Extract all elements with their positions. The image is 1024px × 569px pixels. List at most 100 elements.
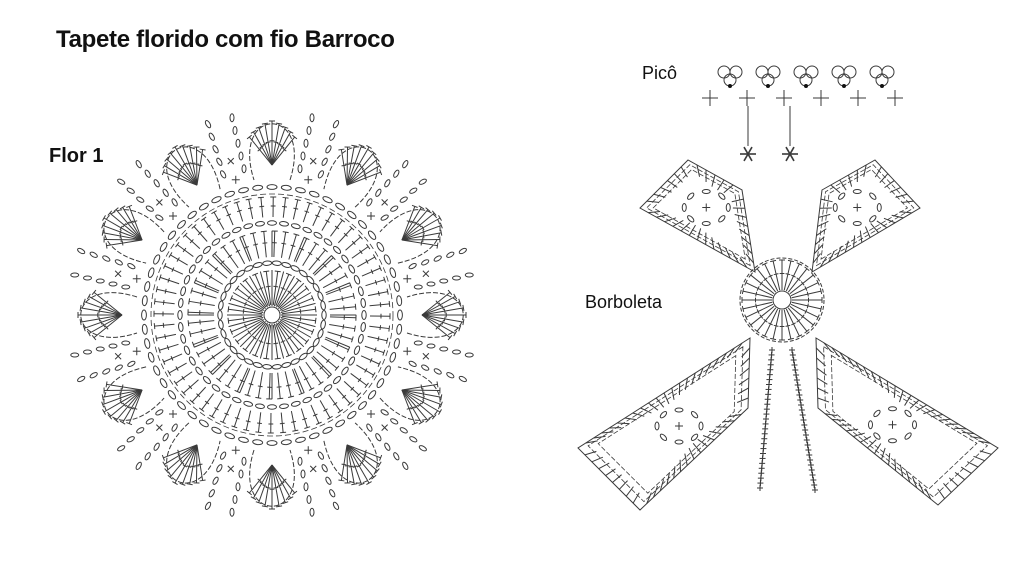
- stitch-cross-bar: [297, 301, 300, 307]
- double-crochet-stitch: [321, 213, 333, 231]
- double-crochet-stitch: [84, 301, 123, 316]
- chain-stitch: [144, 169, 151, 178]
- wing-stitch: [722, 420, 735, 423]
- stitch-top-bar: [314, 306, 317, 313]
- double-crochet-stitch: [106, 239, 143, 247]
- stitch-top-bar: [168, 252, 173, 258]
- stitch-cross-bar: [211, 354, 216, 360]
- double-crochet-stitch: [253, 464, 273, 499]
- stitch-top-bar: [366, 243, 371, 250]
- double-crochet-stitch: [254, 324, 269, 356]
- wing-stitch: [954, 427, 967, 430]
- chain-stitch: [408, 262, 417, 270]
- chain-stitch: [121, 340, 131, 346]
- wing-stitch: [655, 397, 665, 408]
- stitch-cross-bar: [422, 229, 425, 235]
- chain-stitch: [267, 220, 277, 226]
- body-ring: [739, 257, 825, 343]
- double-crochet-stitch: [302, 203, 311, 223]
- stitch-top-bar: [375, 468, 380, 474]
- stitch-cross-bar: [104, 325, 109, 330]
- double-crochet-stitch: [236, 287, 265, 310]
- stitch-cross-bar: [244, 246, 249, 249]
- wing-stitch: [648, 211, 661, 214]
- center-spoke: [279, 292, 312, 311]
- center-spoke: [232, 319, 265, 338]
- picot-detail: [702, 65, 903, 162]
- stitch-cross-bar: [755, 291, 758, 297]
- chain-stitch: [232, 495, 238, 504]
- stitch-cross-bar: [377, 291, 380, 296]
- double-crochet-stitch: [346, 444, 370, 484]
- double-crochet-stitch: [790, 282, 819, 297]
- butterfly-chart: [577, 159, 999, 511]
- stitch-top-bar: [107, 414, 113, 420]
- stitch-cross-bar: [800, 281, 805, 286]
- slip-stitch-symbol: [381, 199, 388, 206]
- wing-stitch: [816, 228, 827, 236]
- center-spoke: [228, 316, 264, 328]
- center-spoke: [280, 302, 316, 314]
- chain-stitch: [325, 145, 332, 154]
- chain-stitch: [159, 378, 168, 389]
- stitch-top-bar: [285, 272, 292, 276]
- chain-stitch: [171, 423, 178, 432]
- chain-stitch: [188, 356, 196, 366]
- picot-loop: [805, 65, 819, 79]
- double-crochet-stitch: [93, 314, 123, 339]
- petal-outline: [406, 292, 464, 338]
- stitch-cross-bar: [242, 308, 245, 314]
- double-crochet-stitch: [275, 274, 290, 306]
- stitch-top-bar: [189, 399, 195, 405]
- petal: [317, 120, 409, 208]
- double-crochet-stitch: [280, 412, 284, 433]
- stitch-top-bar: [229, 239, 236, 243]
- stitch-cross-bar: [188, 384, 193, 390]
- wing-stitch: [938, 418, 951, 421]
- stitch-top-bar: [308, 387, 315, 391]
- wing-stitch: [901, 200, 914, 203]
- double-crochet-stitch: [401, 389, 440, 392]
- double-crochet-stitch: [166, 158, 198, 186]
- chain-stitch: [687, 215, 695, 223]
- long-spoke: [312, 255, 332, 275]
- double-crochet-stitch: [282, 197, 287, 218]
- chain-stitch: [238, 436, 249, 443]
- wing-stitch: [740, 357, 750, 367]
- stitch-cross-bar: [121, 384, 124, 390]
- chain-stitch: [360, 298, 366, 308]
- double-crochet-stitch: [80, 307, 123, 316]
- wing-stitch: [745, 253, 754, 264]
- double-crochet-stitch: [764, 308, 779, 337]
- stitch-cross-bar: [280, 340, 286, 343]
- chain-stitch: [321, 310, 327, 320]
- stitch-cross-bar: [299, 247, 305, 251]
- wing-stitch: [741, 347, 751, 358]
- center-spoke: [239, 321, 266, 348]
- stitch-top-bar: [86, 293, 91, 300]
- chain-stitch: [674, 439, 684, 445]
- wing-stitch: [738, 228, 750, 236]
- chain-stitch: [159, 241, 168, 252]
- chain-stitch: [357, 333, 364, 344]
- stitch-top-bar: [101, 222, 105, 229]
- stitch-cross-bar: [759, 314, 764, 319]
- chain-stitch: [347, 410, 357, 420]
- stitch-top-bar: [196, 351, 200, 358]
- chain-stitch: [229, 507, 235, 517]
- double-crochet-stitch: [184, 234, 201, 250]
- wing-stitch: [870, 223, 879, 233]
- stitch-cross-bar: [806, 303, 809, 309]
- stitch-top-bar: [411, 422, 418, 426]
- chain-stitch: [178, 298, 184, 308]
- petal: [229, 113, 315, 181]
- wing-stitch: [692, 443, 702, 453]
- double-crochet-stitch: [257, 412, 262, 433]
- chain-stitch: [238, 469, 244, 479]
- stitch-cross-bar: [796, 277, 801, 282]
- stitch-top-bar: [113, 418, 119, 423]
- wing-stitch: [867, 439, 877, 449]
- stitch-cross-bar: [348, 465, 354, 468]
- stitch-top-bar: [341, 356, 346, 363]
- chain-stitch: [212, 476, 219, 485]
